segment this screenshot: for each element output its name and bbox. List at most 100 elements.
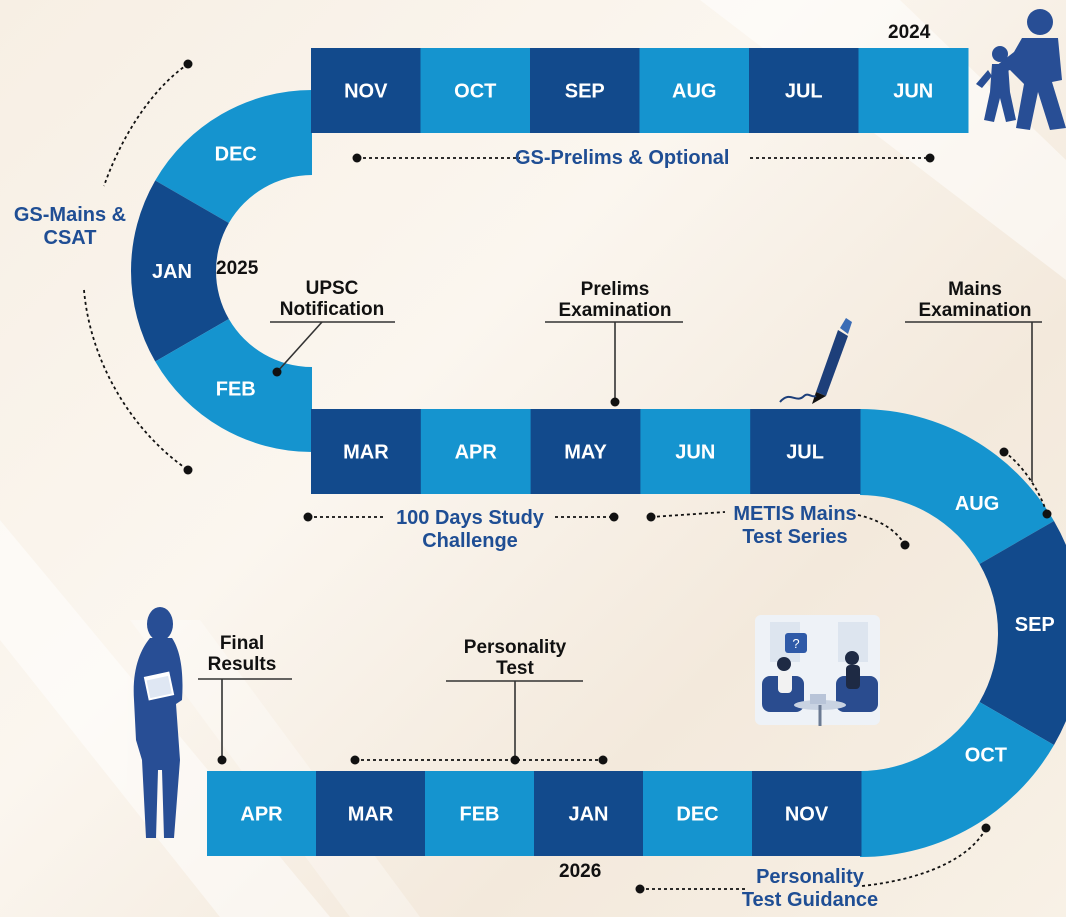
- metis-dot-end: [900, 540, 910, 550]
- turn1-month-dec: DEC: [215, 144, 257, 166]
- turn1-month-jan: JAN: [152, 261, 192, 283]
- row2-cell-jul: [750, 409, 861, 494]
- row1-month-jul: JUL: [785, 81, 823, 103]
- gs-mains-arc-top: [103, 63, 189, 187]
- personality-test-label: Personality Test: [440, 637, 590, 679]
- row1-month-jun: JUN: [893, 81, 933, 103]
- mains-dot-end: [1042, 509, 1052, 519]
- row1-cell-sep: [530, 48, 640, 133]
- personality-line2: Test: [496, 658, 534, 679]
- row2-cell-jun: [640, 409, 751, 494]
- mains-dotted: [1003, 451, 1048, 515]
- row3-cell-mar: [316, 771, 426, 856]
- parent-child-icon: [976, 9, 1066, 130]
- metis-line2: Test Series: [742, 526, 848, 548]
- prelims-dot: [610, 397, 620, 407]
- year-2024: 2024: [888, 22, 931, 43]
- study-line2: Challenge: [422, 530, 518, 552]
- guidance-label: Personality Test Guidance: [730, 866, 890, 912]
- row3-cell-jan: [534, 771, 644, 856]
- woman-with-folder-icon: [133, 607, 183, 838]
- turn1-month-feb: FEB: [216, 378, 256, 400]
- row3-month-mar: MAR: [348, 804, 394, 826]
- row3-month-dec: DEC: [676, 804, 718, 826]
- guidance-line-right: [861, 827, 987, 887]
- personality-dot-start: [350, 755, 360, 765]
- guidance-line2: Test Guidance: [741, 889, 879, 911]
- row1-month-nov: NOV: [344, 81, 388, 103]
- prelims-line1: Prelims: [580, 279, 650, 300]
- gs-prelims-dot-end: [925, 153, 935, 163]
- personality-line1: Personality: [463, 637, 567, 658]
- upsc-pointer: [276, 321, 323, 373]
- turn1-cell-feb: [155, 319, 312, 452]
- row1-cell-jun: [858, 48, 969, 133]
- personality-dot-end: [598, 755, 608, 765]
- metis-dot-start: [646, 512, 656, 522]
- guidance-dot-start: [635, 884, 645, 894]
- guidance-dot-end: [981, 823, 991, 833]
- upsc-line2: Notification: [279, 299, 385, 320]
- year-2026: 2026: [559, 861, 602, 882]
- final-line2: Results: [207, 654, 277, 675]
- mains-dot-start: [999, 447, 1009, 457]
- turn2-month-oct: OCT: [965, 745, 1007, 767]
- row2-month-jul: JUL: [786, 442, 824, 464]
- mains-line2: Examination: [918, 300, 1032, 321]
- row3-month-apr: APR: [240, 804, 283, 826]
- mains-exam-label: Mains Examination: [900, 279, 1050, 321]
- guidance-line1: Personality: [756, 866, 864, 888]
- metis-line1: METIS Mains: [733, 503, 857, 525]
- upsc-line1: UPSC: [305, 278, 359, 299]
- row3-cell-nov: [752, 771, 862, 856]
- turn1-cell-dec: [155, 90, 312, 223]
- row3-cell-dec: [643, 771, 753, 856]
- gs-prelims-label: GS-Prelims & Optional: [515, 147, 730, 169]
- dotted-connectors: [83, 59, 1052, 894]
- gs-mains-dot-bottom: [183, 465, 193, 475]
- upsc-dot: [272, 367, 282, 377]
- row3-cell-feb: [425, 771, 535, 856]
- row1-cell-jul: [749, 48, 859, 133]
- gs-mains-arc-bottom: [83, 289, 189, 471]
- turn2-cell-aug: [860, 409, 1054, 564]
- row3-month-nov: NOV: [785, 804, 829, 826]
- row1-month-oct: OCT: [454, 81, 496, 103]
- row2-month-jun: JUN: [675, 442, 715, 464]
- study-dot-start: [303, 512, 313, 522]
- row2-cell-may: [530, 409, 641, 494]
- turn1-cell-jan: [131, 180, 229, 362]
- final-dot: [217, 755, 227, 765]
- turn2-month-aug: AUG: [955, 493, 999, 515]
- row3-month-feb: FEB: [460, 804, 500, 826]
- turn2-cell-sep: [979, 521, 1066, 745]
- study-dot-end: [609, 512, 619, 522]
- row1-month-sep: SEP: [565, 81, 605, 103]
- gs-prelims-dot-start: [352, 153, 362, 163]
- row1-month-aug: AUG: [672, 81, 716, 103]
- metis-line-right: [857, 514, 906, 546]
- turn2-month-sep: SEP: [1015, 614, 1055, 636]
- study-challenge-label: 100 Days Study Challenge: [385, 507, 555, 553]
- interview-icon: ?: [755, 615, 880, 726]
- row2-month-may: MAY: [564, 442, 607, 464]
- row2-month-apr: APR: [455, 442, 498, 464]
- row1-cell-nov: [311, 48, 421, 133]
- study-line1: 100 Days Study: [396, 507, 544, 529]
- row3-cell-apr: [207, 771, 317, 856]
- svg-text:?: ?: [792, 636, 799, 651]
- gs-mains-dot-top: [183, 59, 193, 69]
- row1-cell-oct: [420, 48, 531, 133]
- metis-label: METIS Mains Test Series: [715, 503, 875, 549]
- row1-cell-aug: [639, 48, 750, 133]
- turn2-cell-oct: [860, 702, 1054, 857]
- row2-cell-mar: [311, 409, 422, 494]
- gs-mains-line2: CSAT: [43, 227, 97, 249]
- mains-line1: Mains: [948, 279, 1002, 300]
- personality-dot-mid: [510, 755, 520, 765]
- gs-mains-label: GS-Mains & CSAT: [0, 204, 140, 250]
- left-turn: DEC JAN FEB: [131, 90, 312, 452]
- pen-icon: [779, 318, 852, 404]
